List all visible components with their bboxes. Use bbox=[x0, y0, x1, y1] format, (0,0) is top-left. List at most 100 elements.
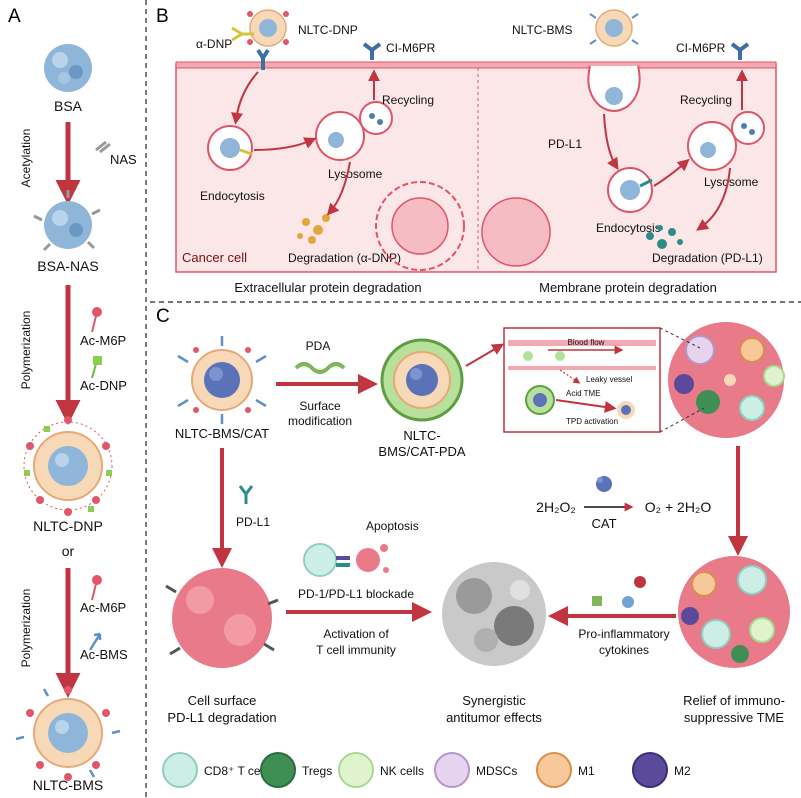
arrow-endocytosis-left bbox=[231, 71, 259, 125]
ac-dnp-label: Ac-DNP bbox=[80, 378, 127, 393]
nltc-dnp-label-b: NLTC-DNP bbox=[298, 23, 358, 37]
panel-c: C NLTC-BMS/CAT PDA Surface modification … bbox=[156, 306, 790, 788]
pd-l1-label-c: PD-L1 bbox=[236, 515, 270, 529]
inset-link-2 bbox=[659, 407, 705, 433]
recycling-right-label: Recycling bbox=[680, 93, 732, 107]
lysosome-left bbox=[315, 101, 393, 161]
panel-b: B α-DNP NLTC-DNP CI-M6PR Endocytosis bbox=[156, 6, 777, 295]
cell-surface-label-1: Cell surface bbox=[188, 693, 257, 708]
synergistic-label-2: antitumor effects bbox=[446, 710, 542, 725]
legend-swatch bbox=[338, 752, 374, 788]
products-label: O₂ + 2H₂O bbox=[645, 499, 712, 515]
recycling-left-label: Recycling bbox=[382, 93, 434, 107]
arrow-endocytosis-right bbox=[603, 113, 619, 171]
nltc-dnp-label: NLTC-DNP bbox=[33, 518, 103, 534]
pda-squiggle-icon bbox=[294, 362, 346, 374]
legend-label: MDSCs bbox=[476, 764, 517, 778]
pro-inflam-label-1: Pro-inflammatory bbox=[578, 627, 669, 641]
ci-m6pr-left-label: CI-M6PR bbox=[386, 41, 436, 55]
pd-l1-receptor-icon bbox=[238, 485, 254, 504]
bsa-nas-icon bbox=[33, 190, 101, 252]
legend-swatch bbox=[162, 752, 198, 788]
degradation-right-label: Degradation (PD-L1) bbox=[652, 251, 763, 265]
bsa-protein-icon bbox=[44, 44, 92, 92]
ci-m6pr-right-label: CI-M6PR bbox=[676, 41, 726, 55]
polymerization-label-2: Polymerization bbox=[19, 589, 33, 668]
dead-tumor-cluster bbox=[442, 562, 546, 666]
apoptosis-label: Apoptosis bbox=[366, 519, 419, 533]
ac-bms-label: Ac-BMS bbox=[80, 647, 128, 662]
nltc-pda-label-1: NLTC- bbox=[403, 428, 440, 443]
ci-m6pr-icon-right bbox=[730, 42, 750, 60]
m6p-pin-icon-2 bbox=[91, 575, 102, 601]
bsa-label: BSA bbox=[54, 98, 83, 114]
blood-flow-label: Blood flow bbox=[568, 338, 605, 347]
surface-mod-label-2: modification bbox=[288, 414, 352, 428]
synergistic-label-1: Synergistic bbox=[462, 693, 526, 708]
leaky-vessel-label: Leaky vessel bbox=[586, 375, 632, 384]
acetylation-label: Acetylation bbox=[19, 129, 33, 188]
h2o2-label: 2H₂O₂ bbox=[536, 499, 576, 515]
nltc-dnp-particle-icon bbox=[247, 9, 289, 47]
activation-label-1: Activation of bbox=[323, 627, 389, 641]
tumor-pdl1-cluster bbox=[165, 568, 279, 668]
cat-label: CAT bbox=[591, 516, 616, 531]
legend-label: Tregs bbox=[302, 764, 332, 778]
t-cell-apoptosis-icon bbox=[303, 543, 389, 577]
arrow-to-lysosome-left bbox=[253, 137, 317, 151]
polymerization-label-1: Polymerization bbox=[19, 311, 33, 390]
tumor-with-immune-cells-top bbox=[668, 322, 785, 438]
cancer-cell-body bbox=[175, 63, 777, 273]
blood-vessel-inset bbox=[503, 327, 661, 433]
degradation-left-label: Degradation (α-DNP) bbox=[288, 251, 401, 265]
acid-tme-label: Acid TME bbox=[566, 389, 601, 398]
m6p-pin-icon bbox=[91, 307, 102, 333]
alpha-dnp-antibody-icon bbox=[231, 26, 254, 42]
lysosome-right-label: Lysosome bbox=[704, 175, 759, 189]
panel-c-letter: C bbox=[156, 306, 170, 327]
bms-arrow-icon bbox=[88, 632, 102, 651]
nltc-bms-nanoparticle-icon bbox=[15, 686, 121, 781]
nas-icon bbox=[95, 140, 111, 154]
invagination-particle bbox=[605, 87, 623, 105]
pro-inflam-label-2: cytokines bbox=[599, 643, 649, 657]
pd-l1-label-b: PD-L1 bbox=[548, 137, 582, 151]
blockade-label: PD-1/PD-L1 blockade bbox=[298, 587, 414, 601]
caption-left: Extracellular protein degradation bbox=[234, 280, 421, 295]
nucleus-er-left bbox=[375, 181, 465, 271]
lysosome-right bbox=[687, 111, 765, 171]
arrow-to-vessel bbox=[465, 343, 505, 367]
lysosome-left-label: Lysosome bbox=[328, 167, 383, 181]
relief-label-1: Relief of immuno- bbox=[683, 693, 785, 708]
nucleus-right bbox=[481, 197, 551, 267]
arrow-to-lysosome-right bbox=[653, 158, 690, 187]
legend-label: NK cells bbox=[380, 764, 424, 778]
bsa-nas-label: BSA-NAS bbox=[37, 258, 98, 274]
nltc-bms-particle-icon bbox=[589, 9, 639, 47]
legend-swatch bbox=[434, 752, 470, 788]
panel-b-letter: B bbox=[156, 6, 169, 27]
arrow-degradation-left bbox=[326, 161, 351, 216]
legend-label: M1 bbox=[578, 764, 595, 778]
alpha-dnp-label: α-DNP bbox=[196, 37, 232, 51]
tumor-relieved-tme bbox=[678, 556, 790, 668]
degraded-pdl1-dots bbox=[646, 225, 683, 249]
tpd-activation-label: TPD activation bbox=[566, 417, 618, 426]
ac-m6p-label-2: Ac-M6P bbox=[80, 600, 126, 615]
legend-swatch bbox=[536, 752, 572, 788]
panel-a: A BSA Acetylation NAS BSA-NAS Polymeriza… bbox=[8, 6, 137, 793]
endocytosis-left-label: Endocytosis bbox=[200, 189, 265, 203]
nltc-bms-cat-label: NLTC-BMS/CAT bbox=[175, 426, 269, 441]
relief-label-2: suppressive TME bbox=[684, 710, 785, 725]
cytokine-icons bbox=[592, 576, 646, 608]
nltc-pda-label-2: BMS/CAT-PDA bbox=[378, 444, 465, 459]
cancer-cell-label: Cancer cell bbox=[182, 250, 247, 265]
cat-enzyme-icon bbox=[596, 476, 612, 492]
legend-label: CD8⁺ T cells bbox=[204, 764, 272, 778]
ci-m6pr-receptor-left bbox=[256, 48, 270, 70]
pda-label: PDA bbox=[306, 339, 331, 353]
endocytosis-right-label: Endocytosis bbox=[596, 221, 661, 235]
nas-label: NAS bbox=[110, 152, 137, 167]
inset-link-1 bbox=[659, 327, 701, 349]
cell-surface-label-2: PD-L1 degradation bbox=[167, 710, 276, 725]
